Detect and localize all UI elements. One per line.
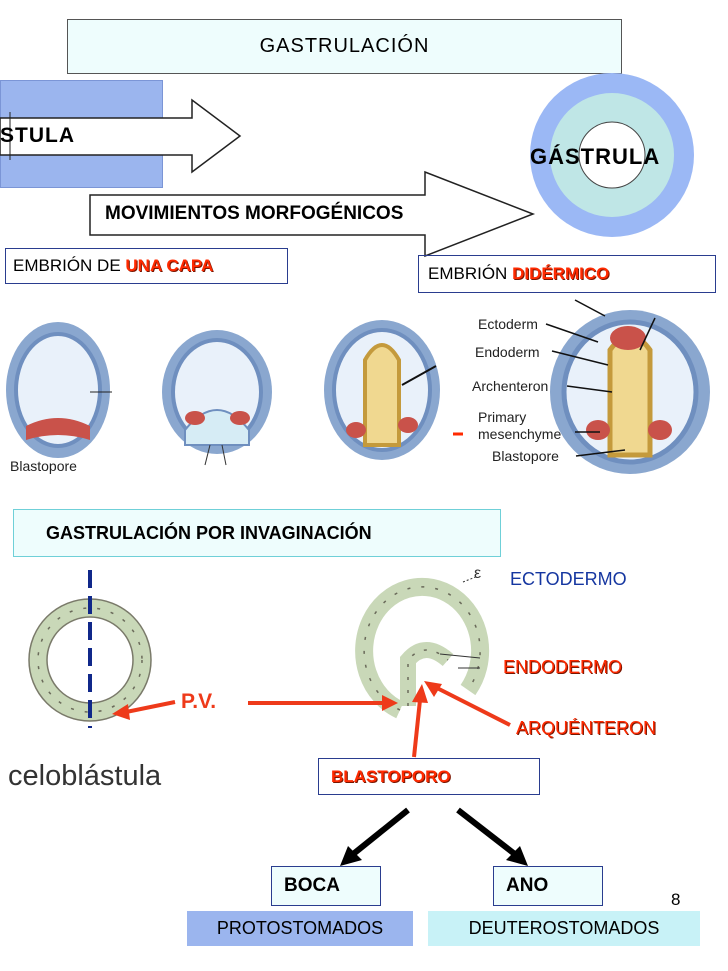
endoderm-label: Endoderm bbox=[475, 344, 540, 360]
movements-arrow bbox=[89, 170, 536, 258]
one-layer-prefix: EMBRIÓN DE bbox=[13, 256, 126, 275]
blastoporo-arrow bbox=[412, 684, 428, 758]
arrow-to-ano bbox=[456, 807, 528, 866]
didermic-emphasis: DIDÉRMICO bbox=[512, 264, 610, 283]
blastoporo-label: BLASTOPORO bbox=[331, 766, 451, 786]
gastrula-label: GÁSTRULA bbox=[530, 144, 661, 169]
movements-label: MOVIMIENTOS MORFOGÉNICOS bbox=[105, 203, 404, 224]
invagination-embryo bbox=[355, 575, 490, 719]
deuterostomados-label: DEUTEROSTOMADOS bbox=[468, 918, 660, 938]
protostomados-box: PROTOSTOMADOS bbox=[187, 911, 413, 946]
boca-label: BOCA bbox=[284, 875, 340, 896]
page-title-text: GASTRULACIÓN bbox=[259, 35, 430, 57]
arrow-to-boca bbox=[340, 807, 410, 866]
page-title: GASTRULACIÓN bbox=[67, 19, 622, 74]
blastopore-label-1: Blastopore bbox=[10, 458, 77, 474]
embryo-stage-4 bbox=[550, 310, 710, 474]
one-layer-emphasis: UNA CAPA bbox=[125, 256, 214, 275]
small-mark: ε bbox=[474, 565, 482, 582]
arquenteron-label: ARQUÉNTERON bbox=[516, 718, 657, 738]
celoblastula-label: celoblástula bbox=[8, 760, 162, 792]
endodermo-label: ENDODERMO bbox=[503, 657, 623, 677]
blastopore-label-2: Blastopore bbox=[492, 448, 559, 464]
pv-label: P.V. bbox=[181, 690, 217, 713]
mesenchyme-label: mesenchyme bbox=[478, 426, 562, 442]
blastula-arrow bbox=[0, 98, 242, 174]
primary-label: Primary bbox=[478, 409, 527, 425]
stage4-pointers bbox=[545, 299, 656, 457]
ano-label: ANO bbox=[506, 875, 549, 896]
one-layer-embryo-box: EMBRIÓN DE UNA CAPA bbox=[5, 248, 288, 284]
ectoderm-label: Ectoderm bbox=[478, 316, 538, 332]
arquenteron-arrow bbox=[424, 681, 511, 727]
didermic-embryo-box: EMBRIÓN DIDÉRMICO bbox=[418, 255, 716, 293]
didermic-prefix: EMBRIÓN bbox=[428, 264, 513, 283]
deuterostomados-box: DEUTEROSTOMADOS bbox=[428, 911, 700, 946]
invagination-title: GASTRULACIÓN POR INVAGINACIÓN bbox=[46, 522, 372, 543]
pv-arrow-right bbox=[248, 695, 398, 711]
blastula-label: STULA bbox=[0, 124, 75, 147]
archenteron-label: Archenteron bbox=[472, 378, 549, 394]
gastrula-inner-core bbox=[578, 121, 646, 189]
embryo-stage-1 bbox=[6, 322, 110, 458]
embryo-stage-3 bbox=[324, 320, 440, 460]
page-number: 8 bbox=[671, 890, 681, 909]
boca-box: BOCA bbox=[271, 866, 381, 906]
pv-arrow-left bbox=[112, 700, 176, 720]
blastoporo-box: BLASTOPORO bbox=[318, 758, 540, 795]
protostomados-label: PROTOSTOMADOS bbox=[216, 918, 384, 938]
invagination-title-box: GASTRULACIÓN POR INVAGINACIÓN bbox=[13, 509, 501, 557]
ectodermo-label: ECTODERMO bbox=[510, 569, 627, 589]
embryo-stage-2 bbox=[162, 330, 272, 466]
ano-box: ANO bbox=[493, 866, 603, 906]
